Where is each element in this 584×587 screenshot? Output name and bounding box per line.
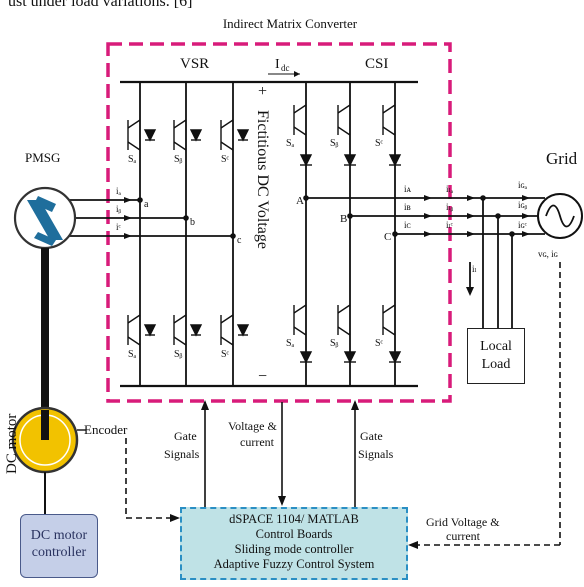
vsr-label-sc-bottom: Sᶜ bbox=[221, 349, 230, 360]
drive-shaft bbox=[41, 248, 49, 412]
control-line3: Sliding mode controller bbox=[234, 542, 354, 556]
gate-signals-left-1: Gate bbox=[174, 429, 197, 443]
current-ib: iᵦ bbox=[116, 204, 122, 214]
current-ia: iₐ bbox=[116, 186, 122, 196]
vsr-label-sb-bottom: Sᵦ bbox=[174, 349, 183, 360]
grid-feedback-link bbox=[416, 262, 561, 546]
current-iga: iɢₐ bbox=[518, 180, 528, 190]
node-c-small: c bbox=[237, 235, 242, 246]
plus-sign: + bbox=[258, 83, 267, 100]
grid-voltage-current-1: Grid Voltage & bbox=[426, 515, 500, 529]
encoder-label: Encoder bbox=[84, 422, 128, 437]
csi-label-sa-top: Sₐ bbox=[286, 138, 295, 149]
current-iC: iᴄ bbox=[404, 220, 411, 230]
vsr-label-sa-bottom: Sₐ bbox=[128, 349, 137, 360]
node-A: A bbox=[296, 195, 304, 207]
current-ilb: iₗᵦ bbox=[446, 202, 454, 212]
control-line2: Control Boards bbox=[255, 527, 333, 541]
csi-label: CSI bbox=[365, 56, 388, 72]
gate-signals-right-1: Gate bbox=[360, 429, 383, 443]
vsr-switch-b-top bbox=[173, 119, 203, 151]
load-current: iₗ bbox=[472, 264, 477, 274]
idc-label: I bbox=[275, 57, 280, 72]
grid-voltage-label: vɢ, iɢ bbox=[538, 249, 559, 259]
encoder-link bbox=[125, 438, 172, 519]
page-caption: ust under load variations. [6] bbox=[8, 0, 193, 10]
voltage-current-2: current bbox=[240, 435, 275, 449]
vsr-switch-a-bottom bbox=[127, 314, 157, 346]
vsr-label-sc-top: Sᶜ bbox=[221, 154, 230, 165]
dc-voltage-label: Fictitious DC Voltage bbox=[254, 110, 271, 249]
vsr-switch-b-bottom bbox=[173, 314, 203, 346]
csi-label-sc-bottom: Sᶜ bbox=[375, 338, 384, 349]
imc-title: Indirect Matrix Converter bbox=[223, 16, 358, 31]
csi-switch-b-top bbox=[337, 104, 357, 167]
current-igc: iɢᶜ bbox=[518, 220, 528, 230]
csi-switch-c-top bbox=[382, 104, 402, 167]
pmsg-blade-icon bbox=[27, 196, 63, 246]
grid-label: Grid bbox=[546, 149, 578, 168]
csi-switch-b-bottom bbox=[337, 304, 357, 364]
pmsg-label: PMSG bbox=[25, 150, 60, 165]
local-load-line2: Load bbox=[481, 357, 511, 372]
csi-switch-a-bottom bbox=[293, 304, 313, 364]
gate-signals-right-2: Signals bbox=[358, 447, 394, 461]
dc-ctrl-line2: controller bbox=[31, 545, 87, 560]
dc-ctrl-line1: DC motor bbox=[30, 528, 88, 543]
control-line1: dSPACE 1104/ MATLAB bbox=[229, 512, 359, 526]
current-iA: iᴀ bbox=[404, 184, 412, 194]
vsr-label-sb-top: Sᵦ bbox=[174, 154, 183, 165]
vsr-switch-c-bottom bbox=[220, 314, 250, 346]
dc-motor-label: DC motor bbox=[4, 414, 20, 474]
local-load-line1: Local bbox=[480, 339, 512, 354]
node-B: B bbox=[340, 213, 347, 225]
csi-label-sc-top: Sᶜ bbox=[375, 138, 384, 149]
local-load-box: Local Load bbox=[467, 328, 525, 384]
idc-sub: dc bbox=[281, 63, 290, 73]
imc-border bbox=[106, 42, 452, 403]
node-a-small: a bbox=[144, 199, 149, 210]
csi-label-sa-bottom: Sₐ bbox=[286, 338, 295, 349]
node-b-small: b bbox=[190, 217, 195, 228]
vsr-switch-c-top bbox=[220, 119, 250, 151]
local-load-wiring bbox=[469, 198, 513, 328]
voltage-current-1: Voltage & bbox=[228, 419, 277, 433]
minus-sign: − bbox=[258, 368, 267, 385]
dc-motor-controller-box: DC motor controller bbox=[20, 514, 98, 578]
csi-label-sb-top: Sᵦ bbox=[330, 138, 339, 149]
csi-switch-a-top bbox=[293, 104, 313, 167]
current-ic: iᶜ bbox=[116, 222, 122, 232]
current-igb: iɢᵦ bbox=[518, 200, 528, 210]
control-system-box: dSPACE 1104/ MATLAB Control Boards Slidi… bbox=[180, 507, 408, 580]
csi-switch-c-bottom bbox=[382, 304, 402, 364]
sine-icon bbox=[545, 204, 575, 228]
vsr-label: VSR bbox=[180, 56, 209, 72]
control-signal-lines bbox=[204, 402, 356, 507]
node-C: C bbox=[384, 231, 391, 243]
grid-voltage-current-2: current bbox=[446, 529, 481, 543]
csi-label-sb-bottom: Sᵦ bbox=[330, 338, 339, 349]
current-iB: iʙ bbox=[404, 202, 411, 212]
vsr-switch-a-top bbox=[127, 119, 157, 151]
current-ila: iₗₐ bbox=[446, 184, 454, 194]
vsr-label-sa-top: Sₐ bbox=[128, 154, 137, 165]
current-ilc: iₗᶜ bbox=[446, 220, 454, 230]
control-line4: Adaptive Fuzzy Control System bbox=[213, 557, 375, 571]
vsr-legs bbox=[139, 82, 234, 386]
gate-signals-left-2: Signals bbox=[164, 447, 200, 461]
